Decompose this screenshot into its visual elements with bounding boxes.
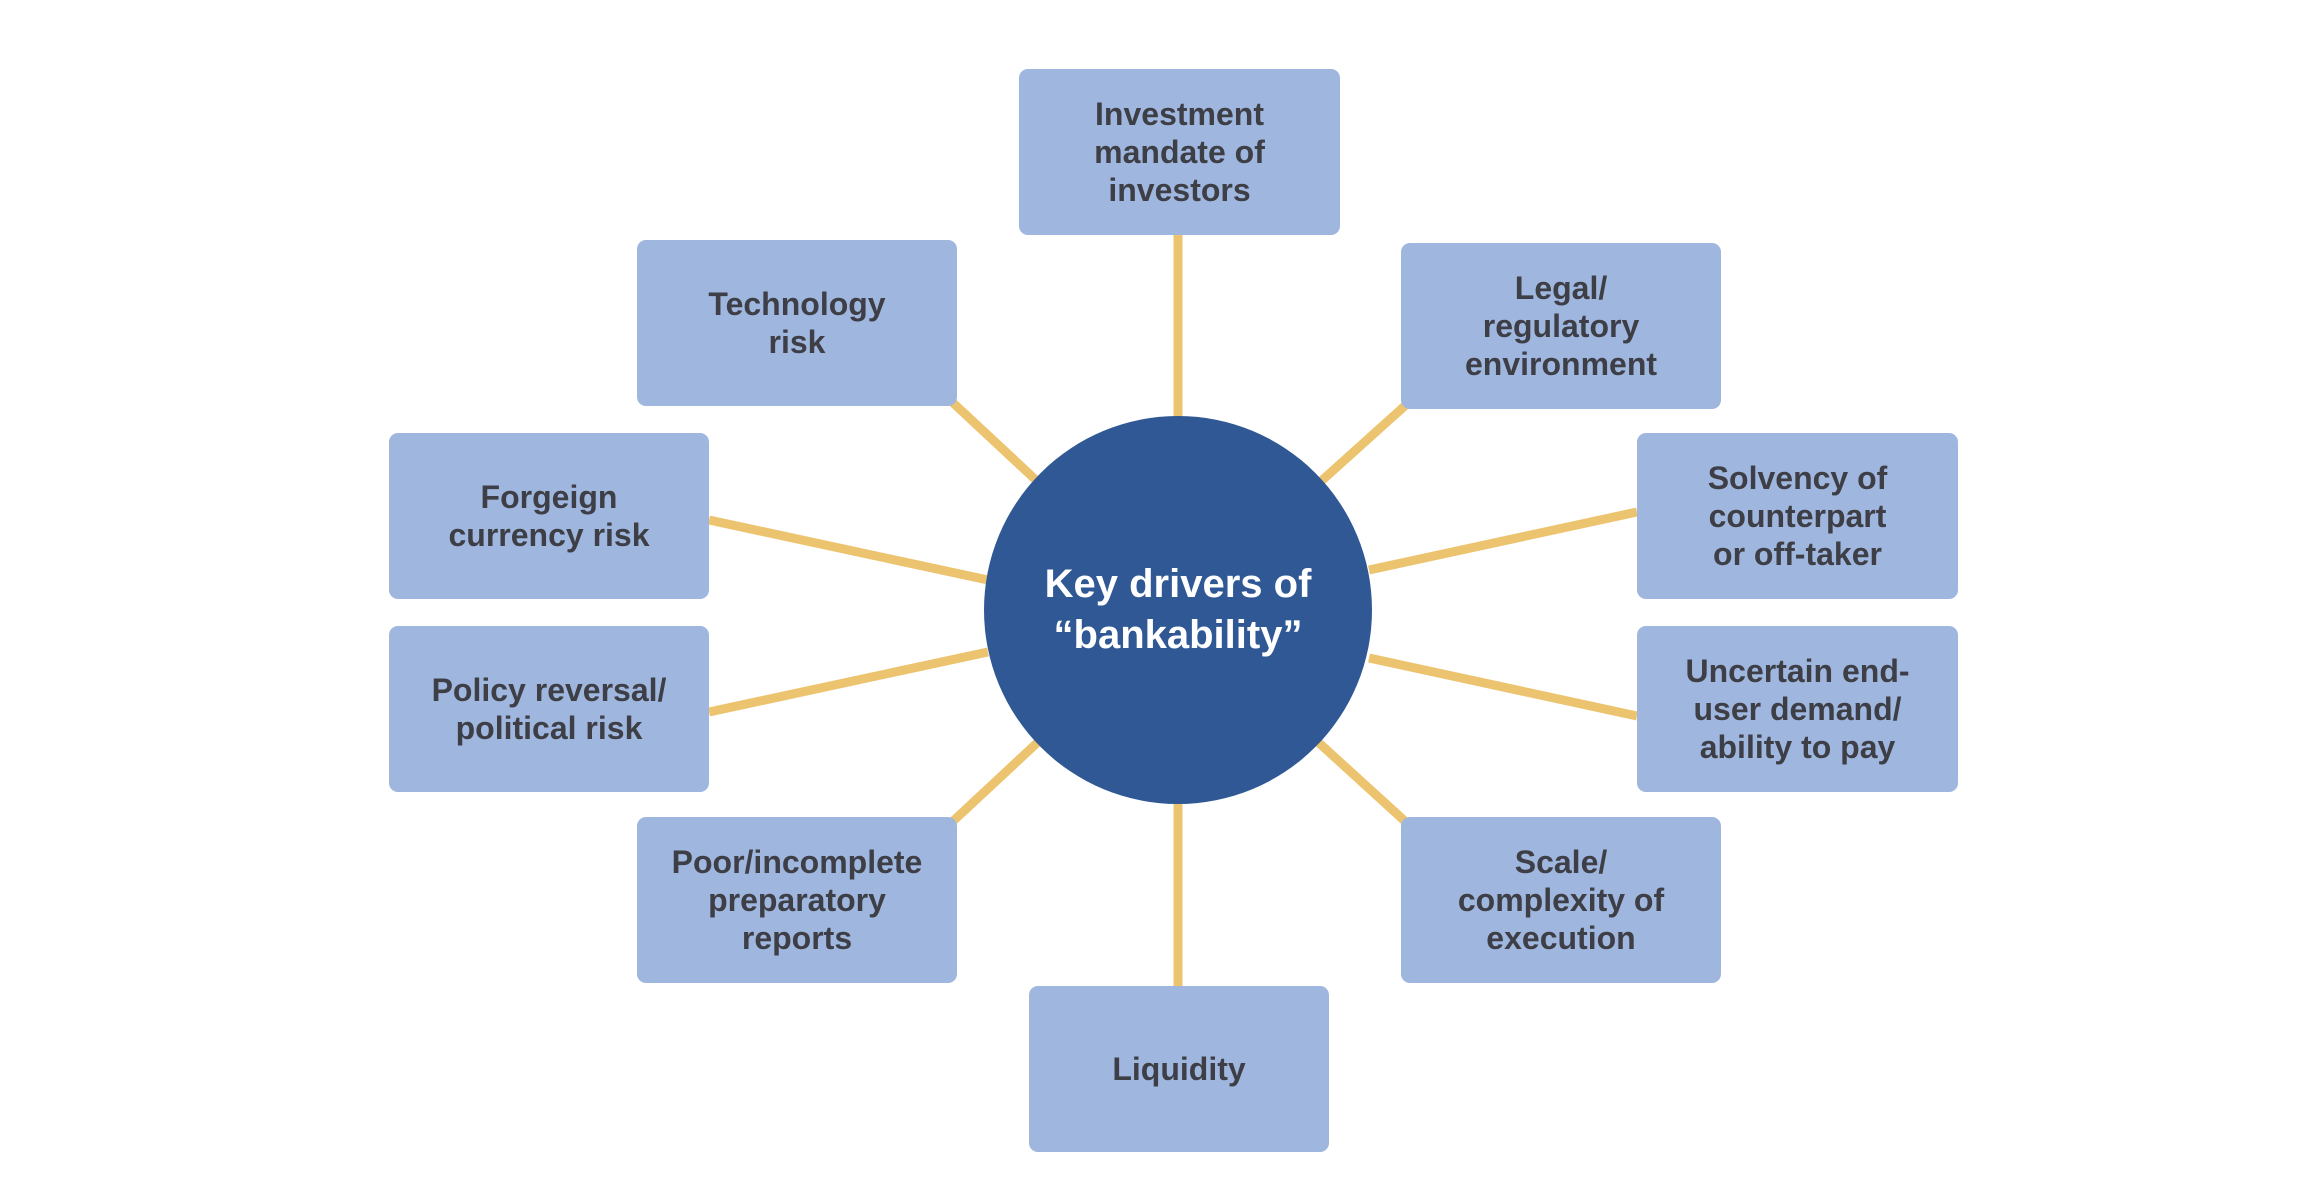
hub-label: Key drivers of “bankability” bbox=[1044, 562, 1312, 657]
connector-policy bbox=[708, 647, 989, 717]
connector-legal bbox=[1314, 399, 1412, 488]
node-label: Legal/ regulatory environment bbox=[1464, 270, 1658, 382]
connector-forex bbox=[708, 515, 989, 585]
node-solvency: Solvency of counterpart or off-taker bbox=[1637, 433, 1958, 599]
node-end-user-demand: Uncertain end- user demand/ ability to p… bbox=[1637, 626, 1958, 792]
node-label: Technology risk bbox=[708, 286, 886, 360]
connector-demand bbox=[1368, 653, 1638, 721]
hub-circle: Key drivers of “bankability” bbox=[984, 416, 1372, 804]
node-label: Forgeign currency risk bbox=[448, 479, 650, 553]
node-label: Policy reversal/ political risk bbox=[431, 672, 667, 746]
node-policy-reversal: Policy reversal/ political risk bbox=[389, 626, 709, 792]
node-legal-regulatory: Legal/ regulatory environment bbox=[1401, 243, 1721, 409]
node-preparatory-reports: Poor/incomplete preparatory reports bbox=[637, 817, 957, 983]
node-label: Uncertain end- user demand/ ability to p… bbox=[1685, 653, 1910, 765]
node-investment-mandate: Investment mandate of investors bbox=[1019, 69, 1340, 235]
connector-scale bbox=[1314, 738, 1412, 828]
connector-technology bbox=[946, 396, 1042, 486]
node-label: Solvency of counterpart or off-taker bbox=[1707, 460, 1888, 572]
node-foreign-currency-risk: Forgeign currency risk bbox=[389, 433, 709, 599]
node-liquidity: Liquidity bbox=[1029, 986, 1329, 1152]
connector-poor bbox=[946, 738, 1042, 828]
connector-solvency bbox=[1368, 507, 1638, 575]
node-label: Poor/incomplete preparatory reports bbox=[671, 844, 923, 956]
node-label: Scale/ complexity of execution bbox=[1457, 844, 1665, 956]
node-technology-risk: Technology risk bbox=[637, 240, 957, 406]
node-label: Investment mandate of investors bbox=[1094, 96, 1265, 208]
node-scale-complexity: Scale/ complexity of execution bbox=[1401, 817, 1721, 983]
node-label: Liquidity bbox=[1112, 1051, 1246, 1087]
